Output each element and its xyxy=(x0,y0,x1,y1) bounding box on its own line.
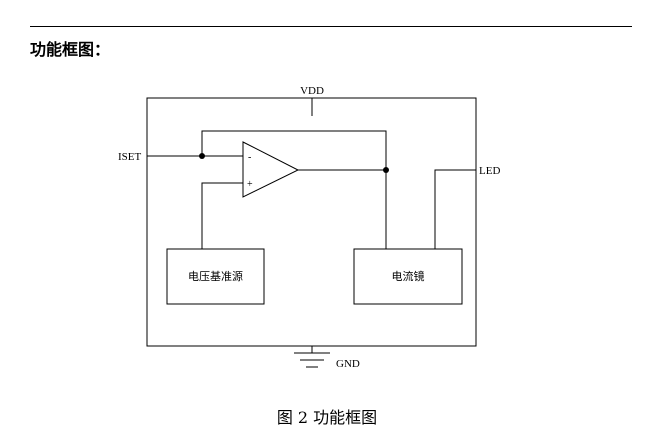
reference-to-opamp-wire xyxy=(201,182,243,249)
voltage-reference-label: 电压基准源 xyxy=(188,269,243,283)
feedback-loop-wire xyxy=(201,130,387,170)
output-junction-dot xyxy=(383,167,389,173)
current-mirror-block xyxy=(353,248,463,305)
chip-outline xyxy=(146,97,477,347)
opamp-noninverting-sign: + xyxy=(247,179,253,190)
current-mirror-label: 电流镜 xyxy=(392,269,425,283)
opamp-symbol xyxy=(242,141,300,198)
voltage-reference-block xyxy=(166,248,265,305)
mirror-to-led-wire xyxy=(434,169,476,249)
iset-label: ISET xyxy=(118,151,142,163)
iset-junction-dot xyxy=(199,153,205,159)
opamp-inverting-sign: - xyxy=(248,152,251,163)
figure-caption: 图 2 功能框图 xyxy=(276,408,378,427)
vdd-label: VDD xyxy=(300,85,324,97)
section-heading: 功能框图： xyxy=(30,40,111,59)
top-rule xyxy=(30,26,632,27)
led-label: LED xyxy=(479,165,500,177)
gnd-label: GND xyxy=(336,358,360,370)
